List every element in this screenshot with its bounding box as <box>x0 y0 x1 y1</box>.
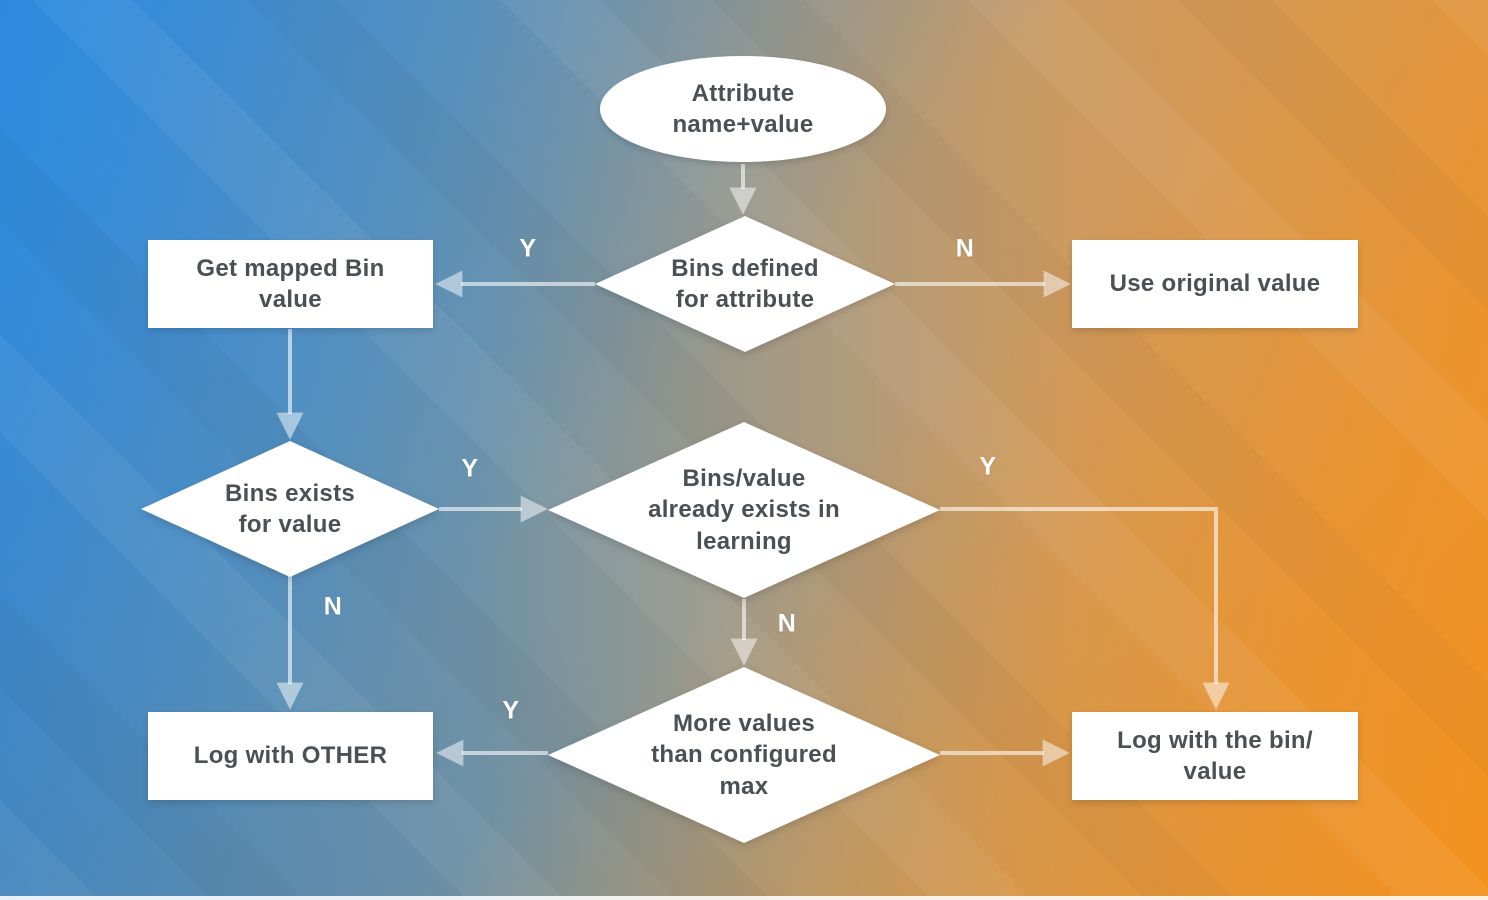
node-log-bin-value: Log with the bin/ value <box>1072 712 1358 800</box>
node-log-other: Log with OTHER <box>148 712 433 800</box>
node-log-other-label: Log with OTHER <box>193 742 388 770</box>
node-log-bin-value-label: Log with the bin/ value <box>1117 726 1313 785</box>
node-bins-exists: Bins exists for value <box>141 441 439 577</box>
node-already-exists: Bins/value already exists in learning <box>548 422 940 598</box>
edge-label-already-exists-y: Y <box>979 452 997 481</box>
node-more-values: More values than configured max <box>548 667 940 843</box>
edge-label-already-exists-n: N <box>777 609 797 638</box>
node-get-mapped: Get mapped Bin value <box>148 240 433 328</box>
bottom-strip <box>0 896 1488 900</box>
edge-label-bins-defined-n: N <box>955 234 975 263</box>
node-bins-exists-label: Bins exists for value <box>224 479 356 538</box>
node-use-original-label: Use original value <box>1109 270 1321 298</box>
node-start: Attribute name+value <box>600 56 886 162</box>
node-bins-defined-label: Bins defined for attribute <box>671 254 819 313</box>
node-already-exists-label: Bins/value already exists in learning <box>648 465 840 555</box>
node-use-original: Use original value <box>1072 240 1358 328</box>
node-get-mapped-label: Get mapped Bin value <box>196 254 385 313</box>
already-exists-diamond: Bins/value already exists in learning <box>548 422 940 598</box>
bins-exists-diamond: Bins exists for value <box>141 441 439 577</box>
node-more-values-label: More values than configured max <box>651 710 837 800</box>
edge-already-exists-y <box>940 507 1230 710</box>
edge-label-bins-exists-y: Y <box>461 454 479 483</box>
edge-label-bins-defined-y: Y <box>519 234 537 263</box>
node-bins-defined: Bins defined for attribute <box>595 216 895 352</box>
node-start-label: Attribute name+value <box>672 79 814 138</box>
edge-label-more-values-y: Y <box>502 696 520 725</box>
edge-label-bins-exists-n: N <box>323 592 343 621</box>
more-values-diamond: More values than configured max <box>548 667 940 843</box>
bins-defined-diamond: Bins defined for attribute <box>595 216 895 352</box>
